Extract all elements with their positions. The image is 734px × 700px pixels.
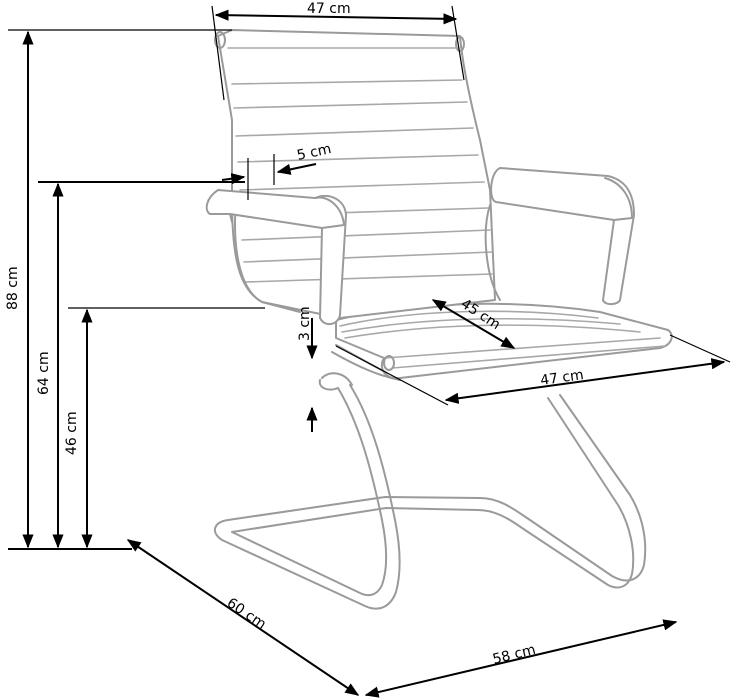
label-armrest-height: 64 cm xyxy=(36,351,52,395)
label-backrest-offset: 5 cm xyxy=(296,141,333,164)
chair-left-armrest xyxy=(205,189,347,326)
seat-left-ext xyxy=(335,345,449,406)
label-backrest-width: 47 cm xyxy=(307,1,351,17)
label-total-height: 88 cm xyxy=(5,266,21,310)
dim-5cm-right-arrow xyxy=(276,163,317,175)
dim-base-width-arrow xyxy=(364,619,678,698)
dim-base-depth-arrow xyxy=(126,539,360,696)
dim-backrest-width-arrow xyxy=(214,9,458,25)
backrest-left-ext xyxy=(211,5,225,101)
chair-backrest xyxy=(214,29,496,319)
chair-front-leg xyxy=(318,372,353,391)
dim-5cm-left-arrow xyxy=(221,173,246,185)
chair-illustration xyxy=(205,29,673,610)
dimension-annotations xyxy=(8,5,731,698)
label-seat-thickness: 3 cm xyxy=(297,306,313,341)
seat-right-ext xyxy=(669,334,731,363)
label-seat-height: 46 cm xyxy=(64,411,80,455)
dim-seat-depth-arrow xyxy=(431,299,516,349)
label-base-depth: 60 cm xyxy=(224,595,269,633)
dim-seat-width-arrow xyxy=(444,358,726,404)
chair-base-frame xyxy=(213,384,647,610)
label-base-width: 58 cm xyxy=(491,642,537,668)
label-seat-width: 47 cm xyxy=(539,367,584,389)
chair-right-armrest xyxy=(484,167,635,306)
